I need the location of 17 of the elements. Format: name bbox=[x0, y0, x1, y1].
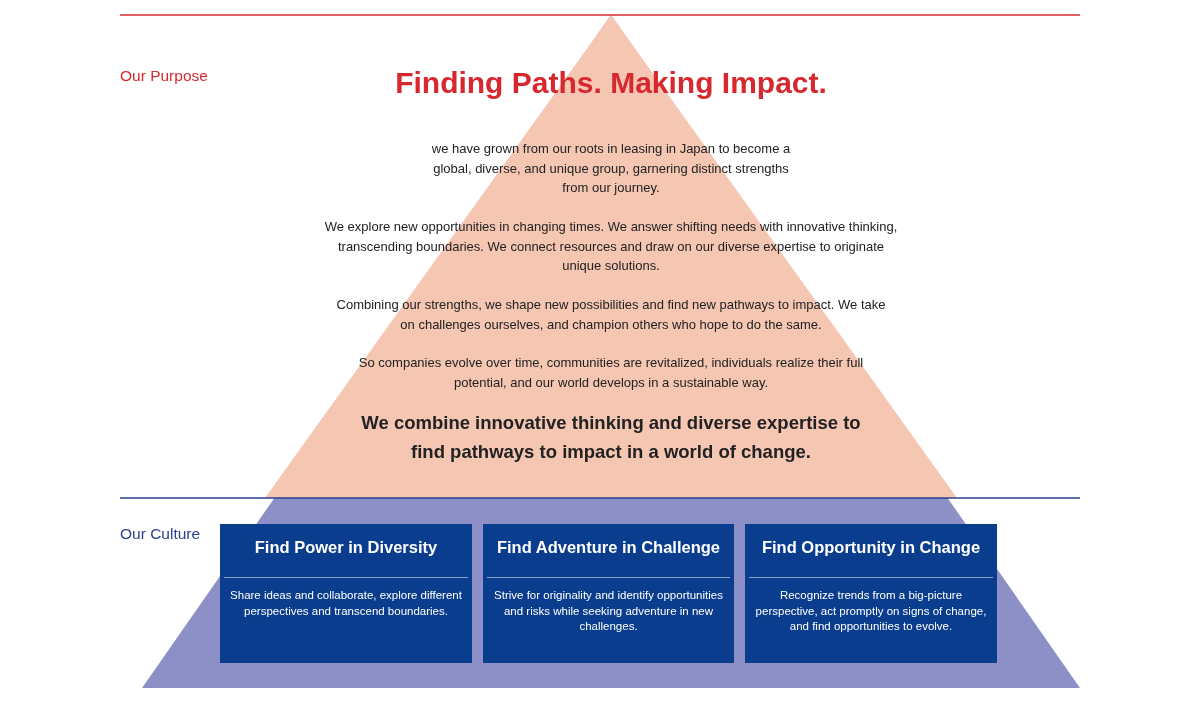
purpose-paragraph: We explore new opportunities in changing times. We answer shifting needs with innovative thinking, transcending boundaries. We connect resources and draw on our diverse expertise to originate unique solutions. bbox=[323, 218, 899, 275]
card-description: Share ideas and collaborate, explore different perspectives and transcend boundaries. bbox=[230, 588, 462, 619]
purpose-statement: We combine innovative thinking and diverse expertise to find pathways to impact in a world of change. bbox=[360, 411, 862, 464]
card-heading: Find Adventure in Challenge bbox=[495, 538, 722, 557]
title-heading: Finding Paths. Making Impact. bbox=[394, 66, 828, 100]
card-description: Recognize trends from a big-picture perspective, act promptly on signs of change, and find opportunities to evolve. bbox=[755, 588, 987, 634]
purpose-paragraph: we have grown from our roots in leasing in Japan to become a global, diverse, and unique group, garnering distinct strengths from our journey. bbox=[430, 140, 792, 197]
section-label: Our Purpose bbox=[120, 66, 209, 86]
section-label: Our Culture bbox=[120, 524, 202, 544]
card-description: Strive for originality and identify opportunities and risks while seeking adventure in new challenges. bbox=[493, 588, 724, 634]
value-card bbox=[483, 524, 734, 663]
purpose-paragraph: Combining our strengths, we shape new possibilities and find new pathways to impact. We take on challenges ourselves, and champion others who hope to do the same. bbox=[335, 296, 887, 334]
card-heading: Find Opportunity in Change bbox=[760, 538, 982, 557]
value-card bbox=[745, 524, 997, 663]
value-card bbox=[220, 524, 472, 663]
card-heading: Find Power in Diversity bbox=[253, 538, 439, 557]
purpose-paragraph: So companies evolve over time, communities are revitalized, individuals realize their full potential, and our world develops in a sustainable way. bbox=[357, 354, 865, 392]
